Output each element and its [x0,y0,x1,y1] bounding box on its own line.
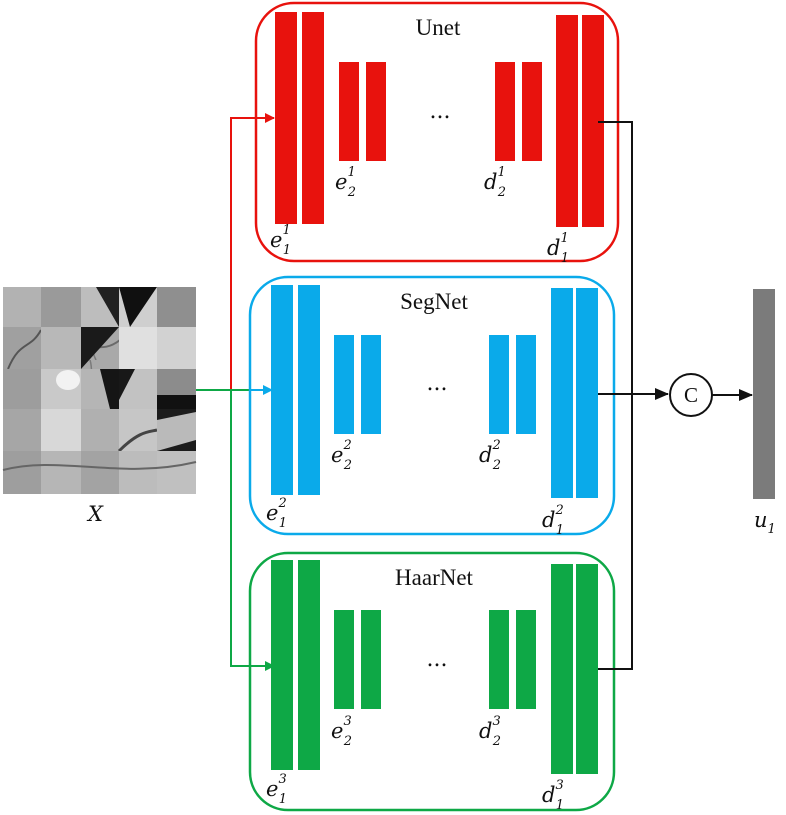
input-label: X [86,502,104,526]
segnet-encoder-block-1a [271,285,293,495]
segnet-decoder-block-1a [551,288,573,498]
segnet-encoder-block-2b [361,335,381,434]
unet-decoder-block-1b [582,15,604,227]
unet-encoder-block-1b [302,12,324,224]
unet-decoder-block-2b [522,62,542,161]
haarnet-decoder-block-2b [516,610,536,709]
retina-patch-mosaic-image [2,287,197,494]
haarnet-frame [248,551,616,812]
output-block: u1 [753,289,776,537]
haarnet-encoder-block-2b [361,610,381,709]
unet-ellipsis: ... [430,99,451,124]
output-connectors: C [598,121,753,670]
segnet-title: SegNet [400,289,468,314]
segnet-encoder-block-2a [334,335,354,434]
haarnet-ellipsis: ... [427,647,448,672]
segnet-frame [248,275,616,536]
haarnet-encoder-block-1b [298,560,320,770]
input-arrow-haarnet [230,390,275,671]
output-label: u1 [754,508,776,537]
haarnet-decoder-block-1a [551,564,573,774]
output-feature-bar [753,289,775,499]
unet-encoder-block-1a [275,12,297,224]
input-arrow-unet [230,113,275,390]
haarnet-encoder-block-2a [334,610,354,709]
haarnet-encoder-block-1a [271,560,293,770]
haarnet-title: HaarNet [395,565,474,590]
haarnet-decoder-block-1b [576,564,598,774]
segnet-decoder-block-2b [516,335,536,434]
unet-encoder-block-2b [366,62,386,161]
unet-decoder-block-1a [556,15,578,227]
segnet-decoder-block-1b [576,288,598,498]
segnet-encoder-block-1b [298,285,320,495]
input-image: X [2,287,197,526]
unet-frame [254,1,620,263]
segnet-ellipsis: ... [427,371,448,396]
unet-decoder-block-2a [495,62,515,161]
concat-label: C [684,383,698,407]
segnet-decoder-block-2a [489,335,509,434]
input-connectors [196,113,275,671]
unet-output-line [598,121,633,670]
unet-encoder-block-2a [339,62,359,161]
unet-title: Unet [416,15,461,40]
haarnet-decoder-block-2a [489,610,509,709]
